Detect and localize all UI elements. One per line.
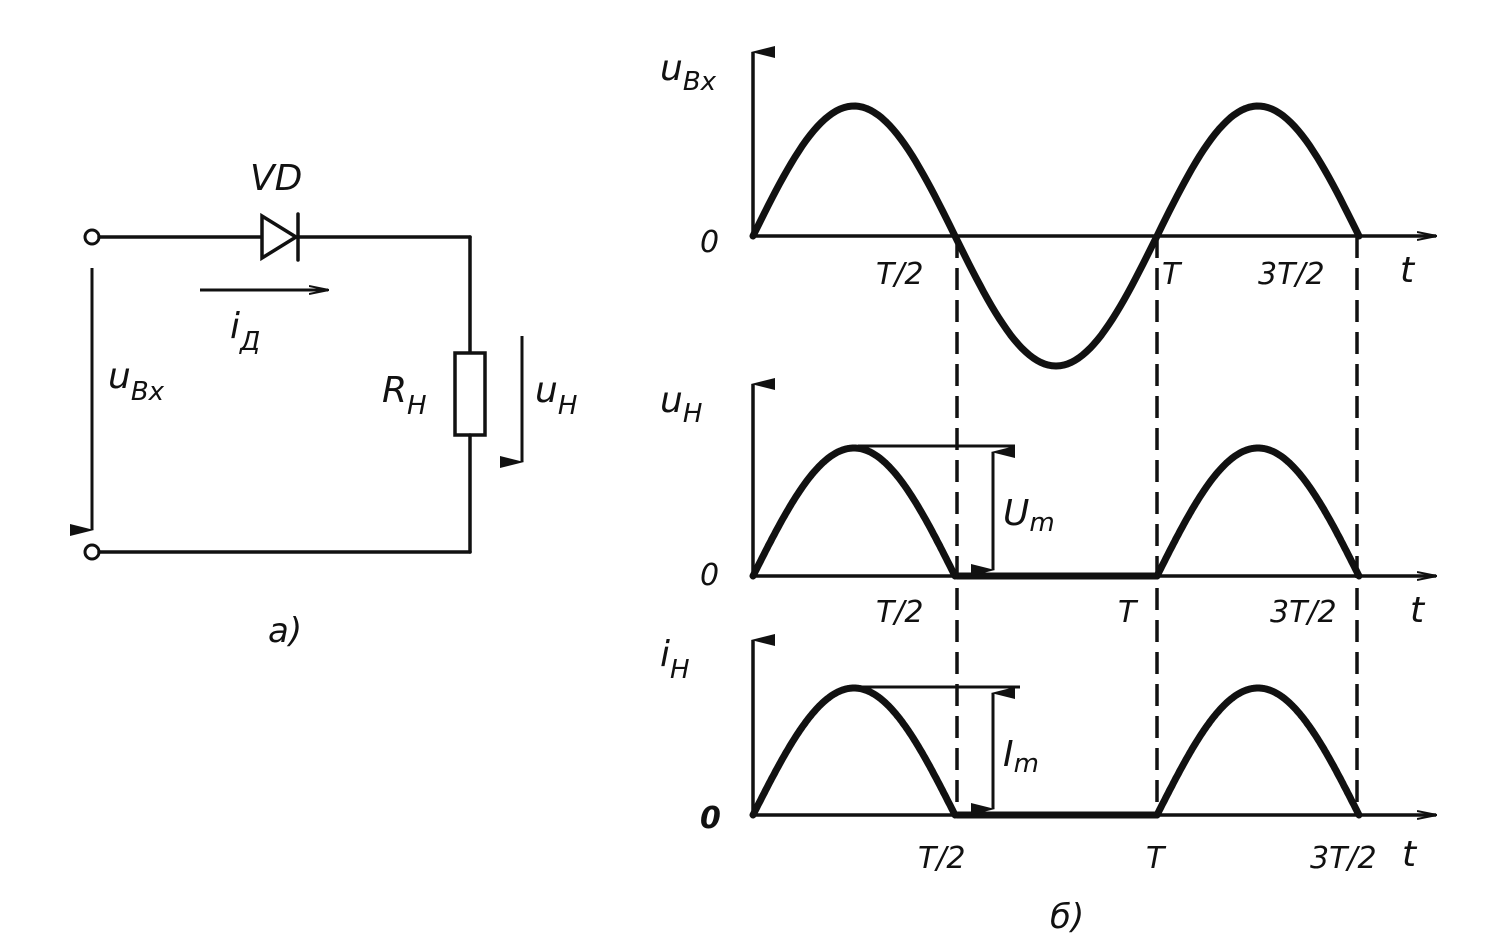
current-label: iД (230, 306, 260, 357)
current-y-label: iН (660, 634, 690, 685)
diode-icon (260, 212, 300, 262)
input-voltage-label: uВх (108, 356, 165, 407)
voltage-tick-period: T (1118, 595, 1139, 630)
voltage-x-label: t (1410, 590, 1426, 631)
resistor-icon (453, 351, 487, 437)
input-y-label: uВх (660, 48, 717, 97)
load-current-half-wave-2 (1153, 684, 1363, 819)
input-tick-period: T (1162, 257, 1183, 292)
input-origin-label: 0 (700, 225, 719, 260)
input-tick-half-period: T/2 (876, 257, 924, 292)
current-tick-three-half-period: 3T/2 (1310, 841, 1377, 876)
input-sine-wave (749, 102, 1363, 370)
voltage-amplitude-label: Um (1003, 493, 1055, 538)
input-tick-three-half-period: 3T/2 (1258, 257, 1325, 292)
current-tick-period: T (1146, 841, 1167, 876)
voltage-tick-three-half-period: 3T/2 (1270, 595, 1337, 630)
diode-label: VD (250, 158, 302, 199)
input-terminal-top (83, 228, 101, 246)
resistor-label: RН (382, 370, 427, 421)
load-voltage-half-wave-2 (1153, 444, 1363, 580)
graphs-caption: б) (1050, 897, 1084, 937)
circuit-diagram: VD iД uВх RН uН а) (70, 158, 577, 651)
load-voltage-label: uН (535, 370, 577, 421)
current-amplitude-label: Im (1003, 734, 1039, 779)
input-x-label: t (1400, 250, 1416, 291)
circuit-caption: а) (268, 611, 302, 651)
current-x-label: t (1402, 834, 1418, 875)
voltage-y-label: uН (660, 380, 702, 429)
load-voltage-half-wave-1 (749, 444, 959, 580)
input-terminal-bottom (83, 543, 101, 561)
waveform-graphs: uВх 0 T/2 T 3T/2 t uН 0 Um T/2 T 3T/2 t … (660, 46, 1436, 937)
current-tick-half-period: T/2 (918, 841, 966, 876)
current-origin-label: 0 (700, 801, 721, 836)
load-current-half-wave-1 (749, 684, 959, 819)
voltage-tick-half-period: T/2 (876, 595, 924, 630)
voltage-origin-label: 0 (700, 558, 719, 593)
